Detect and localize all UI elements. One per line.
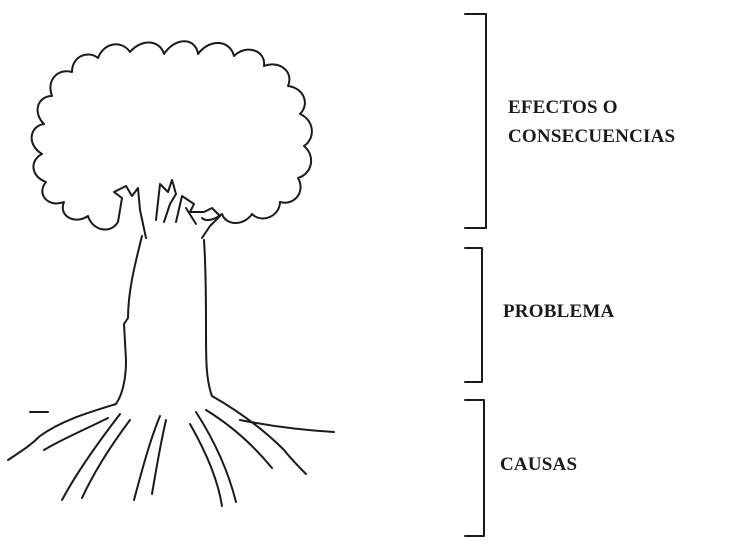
label-effects: EFECTOS O CONSECUENCIAS bbox=[508, 93, 675, 151]
trunk-right-edge bbox=[203, 239, 213, 397]
root-far-right bbox=[211, 395, 307, 475]
tree-branch-left bbox=[113, 185, 147, 239]
root-center bbox=[133, 415, 161, 501]
tree-crown bbox=[30, 40, 313, 231]
ground-line-right bbox=[239, 419, 335, 433]
root-right bbox=[195, 411, 237, 503]
root-center-inner bbox=[151, 419, 167, 495]
bracket-problem bbox=[464, 247, 483, 383]
tree-branch-right bbox=[175, 195, 221, 239]
label-problem-line-1: PROBLEMA bbox=[503, 301, 615, 322]
root-far-right-inner bbox=[205, 409, 273, 469]
label-effects-line-2: CONSECUENCIAS bbox=[508, 126, 676, 147]
label-problem: PROBLEMA bbox=[503, 297, 614, 326]
root-far-left-inner bbox=[43, 417, 109, 451]
bracket-causes bbox=[464, 399, 485, 537]
tree-branch-inner bbox=[185, 207, 197, 225]
label-causes-line-1: CAUSAS bbox=[500, 454, 578, 475]
root-far-left bbox=[7, 403, 117, 461]
tree-branch-middle bbox=[155, 179, 177, 223]
root-right-inner bbox=[189, 423, 223, 507]
root-left bbox=[61, 413, 121, 501]
label-effects-line-1: EFECTOS O bbox=[508, 97, 618, 118]
bracket-effects bbox=[464, 13, 487, 229]
trunk-left-edge bbox=[115, 235, 143, 405]
label-causes: CAUSAS bbox=[500, 450, 577, 479]
root-left-inner bbox=[81, 419, 131, 499]
